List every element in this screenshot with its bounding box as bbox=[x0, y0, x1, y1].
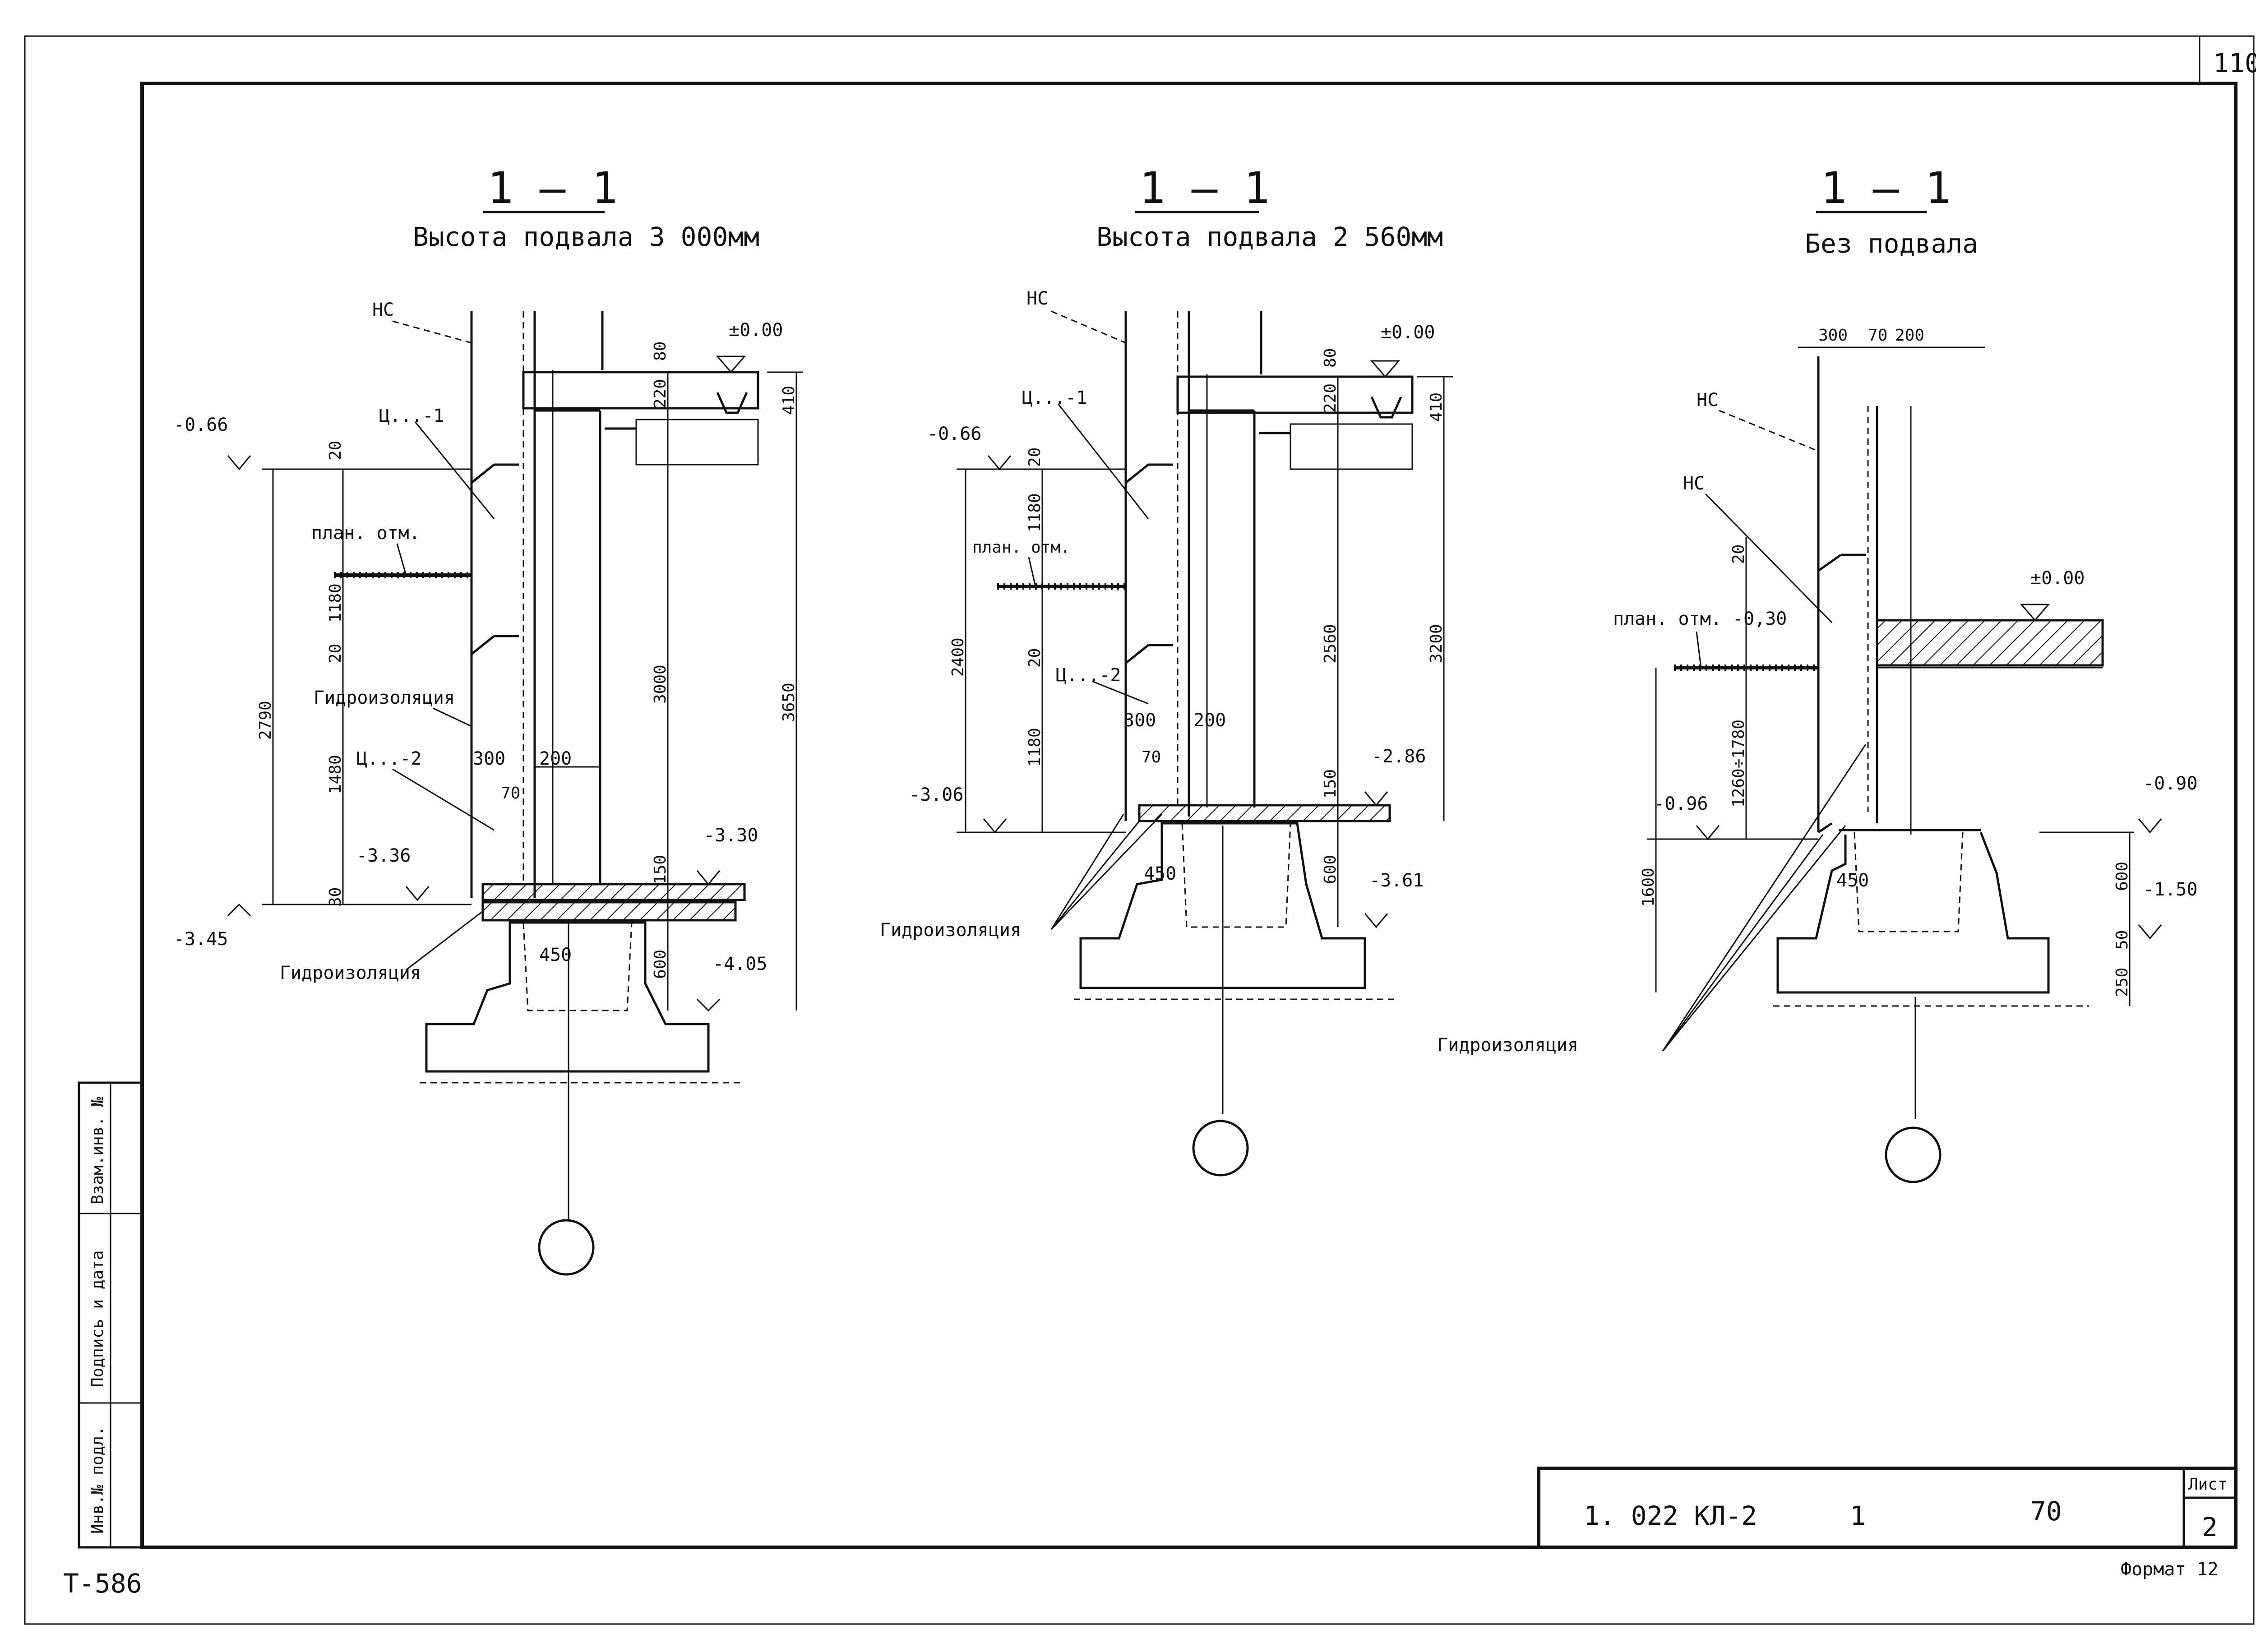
s3-d250: 250 bbox=[2113, 968, 2131, 997]
s1-hydro-b: Гидроизоляция bbox=[280, 963, 421, 983]
stamp-inv-podl: Инв.№ подл. bbox=[88, 1426, 107, 1534]
s1-d2790: 2790 bbox=[256, 701, 275, 740]
s2-e306: -3.06 bbox=[909, 784, 963, 805]
sheet-frame: 110 Т-586 Формат 12 bbox=[24, 35, 2256, 1625]
s2-e286: -2.86 bbox=[1372, 746, 1426, 767]
section-2-mark: 1 — 1 bbox=[1139, 163, 1270, 213]
s1-d220: 220 bbox=[651, 379, 670, 408]
s3-d450: 450 bbox=[1836, 870, 1869, 891]
s3-hydro: Гидроизоляция bbox=[1437, 1035, 1578, 1056]
section-2-subtitle: Высота подвала 2 560мм bbox=[1096, 221, 1443, 252]
section-2: 1 — 1 Высота подвала 2 560мм НС bbox=[880, 163, 1453, 1177]
s1-d1480: 1480 bbox=[326, 755, 345, 794]
s1-c1: Ц...-1 bbox=[379, 406, 444, 426]
format-label: Формат 12 bbox=[2121, 1559, 2219, 1580]
s3-nc1: НС bbox=[1697, 390, 1718, 411]
title-block: 1. 022 КЛ-2 1 70 Лист 2 bbox=[1537, 1467, 2238, 1549]
s2-e066: -0.66 bbox=[927, 424, 981, 444]
s3-d20: 20 bbox=[1729, 545, 1748, 564]
s1-c2: Ц...-2 bbox=[356, 748, 422, 769]
s1-d80: 80 bbox=[651, 341, 670, 361]
s3-nc2: НС bbox=[1683, 473, 1705, 494]
s1-d3000: 3000 bbox=[651, 664, 670, 704]
s1-d450: 450 bbox=[539, 945, 572, 965]
s2-d2400: 2400 bbox=[949, 637, 967, 677]
section-1-mark: 1 — 1 bbox=[487, 163, 618, 213]
s1-e345: -3.45 bbox=[174, 929, 228, 950]
doc-code: 1. 022 КЛ-2 bbox=[1584, 1500, 1757, 1531]
s1-d30: 30 bbox=[326, 887, 345, 907]
s1-e336: -3.36 bbox=[356, 845, 411, 866]
s3-d1600: 1600 bbox=[1639, 868, 1658, 907]
s3-e090: -0.90 bbox=[2143, 773, 2197, 794]
s1-d600: 600 bbox=[651, 950, 670, 979]
page-number: 110 bbox=[2213, 48, 2256, 78]
s3-d50: 50 bbox=[2113, 930, 2131, 950]
left-code: Т-586 bbox=[63, 1568, 142, 1599]
s3-e150: -1.50 bbox=[2143, 879, 2197, 900]
s1-d20b: 20 bbox=[326, 644, 345, 663]
stamp-vzam: Взам.инв. № bbox=[88, 1097, 107, 1204]
s2-d220: 220 bbox=[1321, 383, 1340, 413]
s1-d1180: 1180 bbox=[326, 583, 345, 623]
stamp-podpis: Подпись и дата bbox=[88, 1251, 107, 1387]
s3-d1260: 1260÷1780 bbox=[1729, 720, 1748, 808]
s3-d200: 200 bbox=[1895, 326, 1924, 345]
sheet-number: 2 bbox=[2202, 1512, 2218, 1542]
s1-e330: -3.30 bbox=[704, 825, 758, 846]
doc-issue: 1 bbox=[1850, 1500, 1866, 1531]
s2-d80: 80 bbox=[1321, 348, 1340, 368]
s2-d300: 300 bbox=[1123, 710, 1156, 731]
s1-nc: НС bbox=[372, 300, 394, 320]
s1-d410: 410 bbox=[780, 386, 798, 415]
s2-c2: Ц...-2 bbox=[1056, 665, 1121, 686]
s1-d150: 150 bbox=[651, 855, 670, 884]
s1-e405: -4.05 bbox=[713, 954, 767, 974]
s3-plan: план. отм. -0,30 bbox=[1613, 609, 1787, 629]
s3-e096: -0.96 bbox=[1654, 794, 1708, 814]
s2-d1180a: 1180 bbox=[1026, 493, 1044, 532]
section-3-mark: 1 — 1 bbox=[1821, 163, 1951, 213]
section-3: 1 — 1 Без подвала НС НС план. отм. -0,30… bbox=[1437, 163, 2197, 1183]
s1-d300: 300 bbox=[473, 748, 505, 769]
section-3-subtitle: Без подвала bbox=[1805, 228, 1978, 259]
s2-d3200: 3200 bbox=[1427, 624, 1446, 663]
s2-d150: 150 bbox=[1321, 769, 1340, 798]
s2-d600: 600 bbox=[1321, 855, 1340, 884]
sheet-label: Лист bbox=[2188, 1475, 2228, 1494]
s2-e361: -3.61 bbox=[1369, 870, 1424, 891]
s1-d70: 70 bbox=[501, 784, 520, 803]
s3-d600: 600 bbox=[2113, 862, 2131, 891]
s2-d20b: 20 bbox=[1026, 648, 1044, 668]
doc-extra: 70 bbox=[2030, 1496, 2062, 1527]
s3-d70: 70 bbox=[1868, 326, 1887, 345]
side-stamp: Инв.№ подл. Подпись и дата Взам.инв. № bbox=[78, 1081, 143, 1549]
s2-zero: ±0.00 bbox=[1381, 322, 1435, 343]
s2-d410: 410 bbox=[1427, 392, 1446, 422]
s1-d3650: 3650 bbox=[780, 683, 798, 722]
s2-hydro: Гидроизоляция bbox=[880, 920, 1021, 941]
s2-d70: 70 bbox=[1142, 748, 1161, 766]
section-1: 1 — 1 Высота подвала 3 000мм bbox=[174, 163, 803, 1276]
s2-d450: 450 bbox=[1144, 863, 1176, 884]
s3-zero: ±0.00 bbox=[2030, 568, 2085, 589]
s1-hydro-a: Гидроизоляция bbox=[314, 688, 455, 708]
s1-d20a: 20 bbox=[326, 441, 345, 460]
s2-d200: 200 bbox=[1193, 710, 1226, 731]
s1-plan: план. отм. bbox=[311, 523, 420, 544]
s1-e066: -0.66 bbox=[174, 415, 228, 435]
s2-d20a: 20 bbox=[1026, 448, 1044, 467]
section-1-subtitle: Высота подвала 3 000мм bbox=[413, 221, 759, 252]
s2-d1180b: 1180 bbox=[1026, 728, 1044, 767]
s1-zero: ±0.00 bbox=[729, 320, 783, 341]
s1-d200: 200 bbox=[539, 748, 572, 769]
s2-plan: план. отм. bbox=[972, 538, 1070, 557]
s2-c1: Ц...-1 bbox=[1022, 388, 1087, 408]
s2-nc: НС bbox=[1026, 288, 1048, 309]
s2-d2560: 2560 bbox=[1321, 624, 1340, 663]
s3-d300: 300 bbox=[1818, 326, 1848, 345]
